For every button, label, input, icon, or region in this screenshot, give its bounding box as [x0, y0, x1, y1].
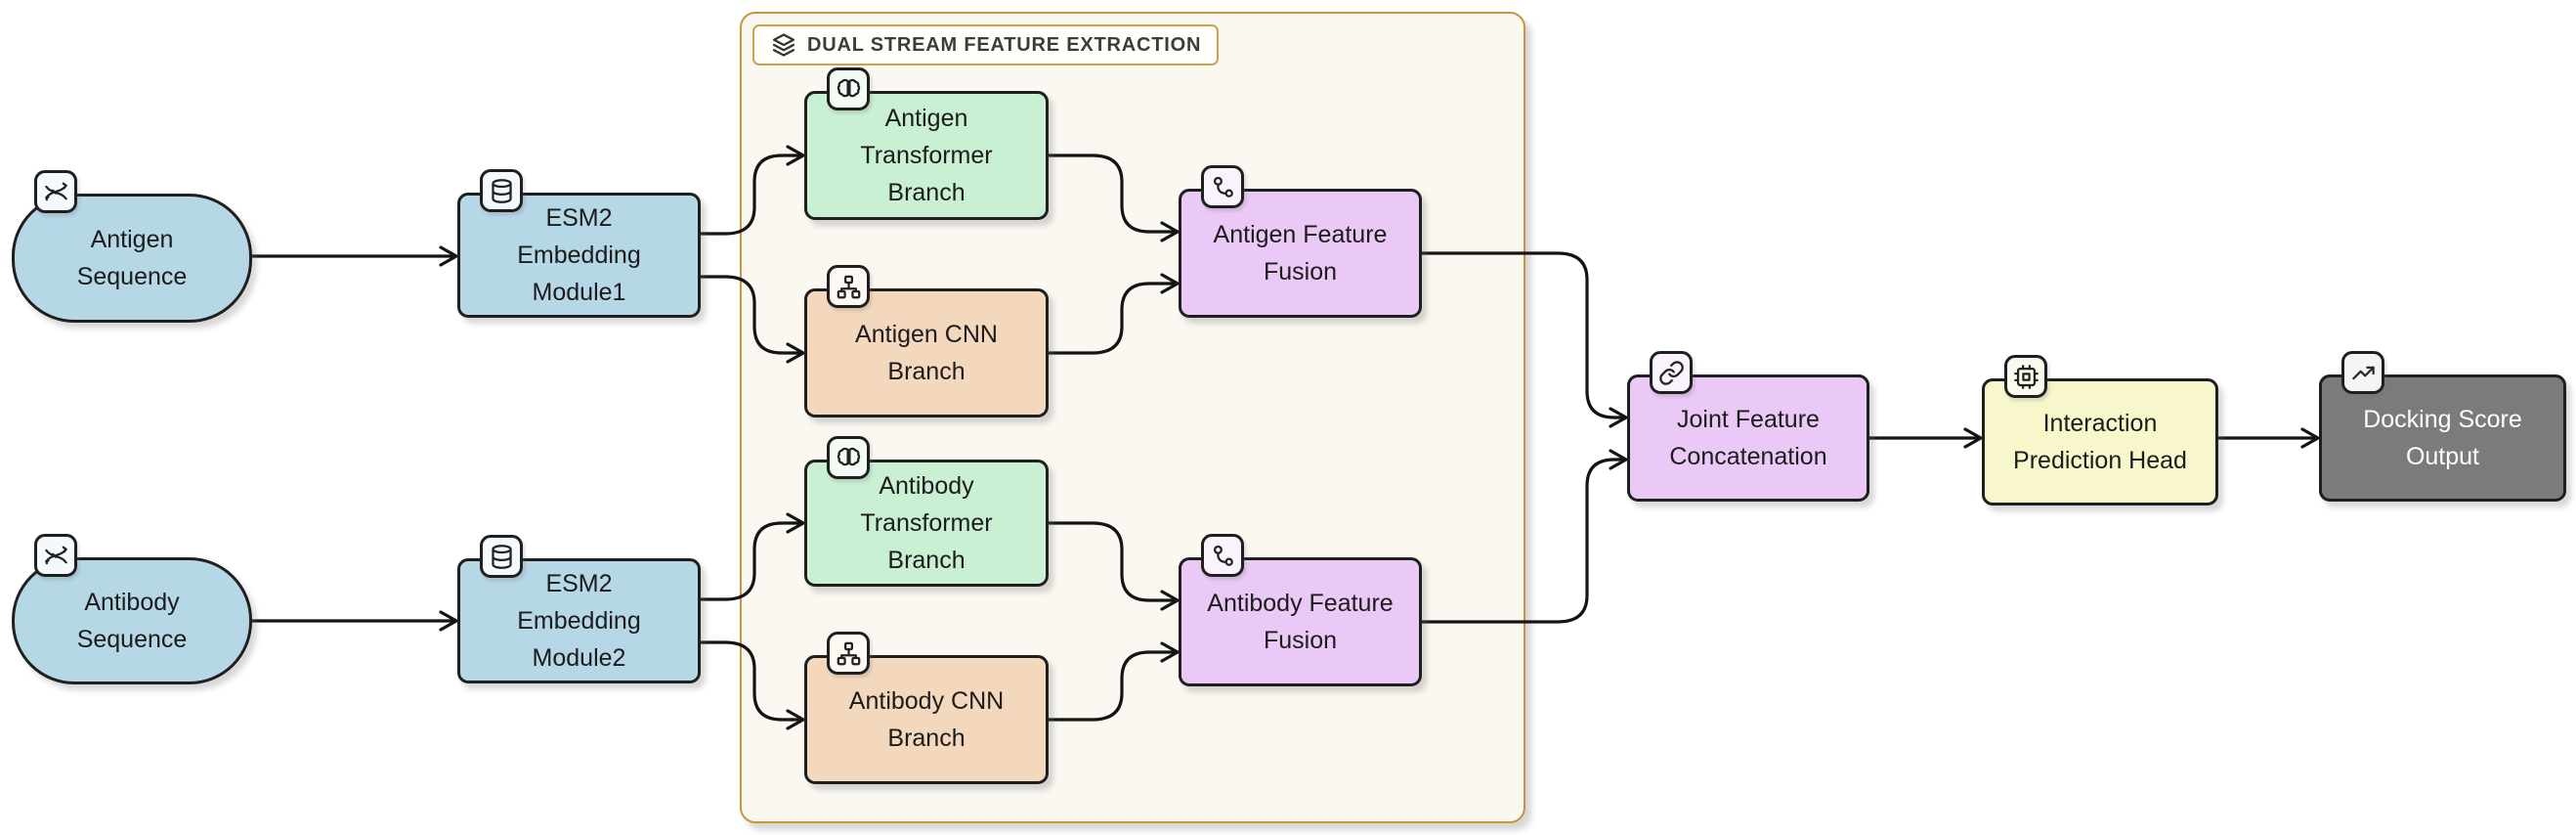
node-joint-feature-concatenation: Joint Feature Concatenation	[1627, 351, 1869, 502]
edge-antibody-transformer-to-fusion	[1047, 521, 1179, 602]
dual-stream-header-label: DUAL STREAM FEATURE EXTRACTION	[807, 33, 1202, 56]
arrowhead	[1609, 407, 1628, 428]
node-esm2-embedding-module1: ESM2 Embedding Module1	[457, 169, 701, 318]
dual-stream-header: DUAL STREAM FEATURE EXTRACTION	[752, 24, 1220, 66]
node-label: Antibody CNN Branch	[848, 687, 1005, 752]
node-interaction-prediction-head: Interaction Prediction Head	[1982, 355, 2218, 505]
network-icon	[827, 632, 870, 675]
network-icon	[827, 265, 870, 308]
edge-antibody-fusion-to-joint	[1420, 458, 1627, 624]
arrowhead	[2300, 427, 2320, 449]
node-label: Docking Score Output	[2363, 406, 2522, 470]
node-antigen-transformer-branch: Antigen Transformer Branch	[804, 67, 1049, 220]
node-label: ESM2 Embedding Module2	[517, 570, 641, 672]
node-antibody-cnn-branch: Antibody CNN Branch	[804, 632, 1049, 784]
arrowhead	[439, 610, 458, 632]
brain-icon	[827, 436, 870, 479]
arrowhead	[786, 342, 805, 364]
merge-icon	[1201, 534, 1244, 577]
trending-up-icon	[2341, 351, 2384, 394]
brain-icon	[827, 67, 870, 110]
link-icon	[1650, 351, 1693, 394]
node-antibody-sequence: Antibody Sequence	[12, 534, 252, 684]
node-label: Antibody Feature Fusion	[1207, 590, 1394, 654]
arrowhead	[1160, 273, 1180, 294]
database-icon	[480, 535, 523, 578]
layers-icon	[770, 31, 797, 59]
node-docking-score-output: Docking Score Output	[2319, 351, 2566, 502]
edge-esm2-to-antibody-transformer	[699, 521, 804, 601]
node-label: Antigen Transformer Branch	[860, 105, 993, 206]
dna-icon	[34, 170, 77, 213]
arrowhead	[1963, 427, 1983, 449]
database-icon	[480, 169, 523, 212]
node-antigen-sequence: Antigen Sequence	[12, 170, 252, 323]
edge-antigen-transformer-to-fusion	[1047, 154, 1179, 234]
arrowhead	[1160, 221, 1180, 242]
node-label: Antibody Sequence	[76, 589, 188, 653]
merge-icon	[1201, 165, 1244, 208]
arrowhead	[1160, 590, 1180, 611]
node-label: ESM2 Embedding Module1	[517, 204, 641, 306]
node-antigen-cnn-branch: Antigen CNN Branch	[804, 265, 1049, 418]
edge-esm2-to-antibody-cnn	[699, 640, 804, 722]
dna-icon	[34, 534, 77, 577]
arrowhead	[1160, 641, 1180, 663]
node-antigen-feature-fusion: Antigen Feature Fusion	[1179, 165, 1422, 318]
cpu-icon	[2004, 355, 2047, 398]
arrowhead	[1609, 449, 1628, 470]
edge-esm1-to-antigen-cnn	[699, 275, 804, 355]
node-label: Antibody Transformer Branch	[860, 472, 993, 574]
node-label: Antigen CNN Branch	[855, 321, 998, 385]
edge-antigen-cnn-to-fusion	[1047, 282, 1179, 355]
node-label: Interaction Prediction Head	[2013, 410, 2187, 474]
arrowhead	[786, 709, 805, 730]
arrowhead	[439, 245, 458, 267]
edge-esm1-to-antigen-transformer	[699, 154, 804, 236]
node-antibody-feature-fusion: Antibody Feature Fusion	[1179, 534, 1422, 686]
node-label: Antigen Feature Fusion	[1213, 221, 1388, 286]
arrowhead	[786, 145, 805, 166]
node-label: Antigen Sequence	[76, 226, 188, 290]
edge-antigen-fusion-to-joint	[1420, 251, 1627, 419]
edge-antibody-cnn-to-fusion	[1047, 650, 1179, 722]
node-antibody-transformer-branch: Antibody Transformer Branch	[804, 436, 1049, 587]
arrowhead	[786, 512, 805, 534]
node-label: Joint Feature Concatenation	[1669, 406, 1827, 470]
node-esm2-embedding-module2: ESM2 Embedding Module2	[457, 535, 701, 683]
